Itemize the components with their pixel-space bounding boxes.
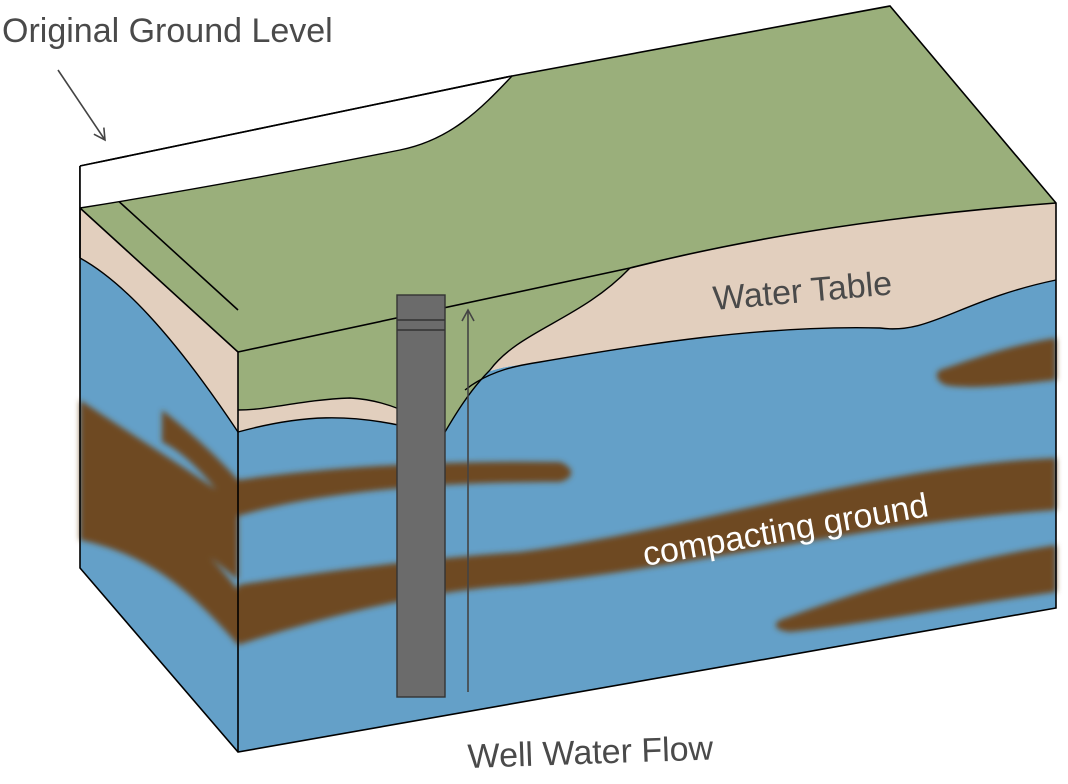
clay-layer-wedge [162, 410, 572, 516]
clay-layer-main [238, 458, 1056, 645]
clay-layer-side-lower [80, 470, 238, 645]
clay-layer-lower-right [775, 545, 1056, 632]
label-original-ground-level: Original Ground Level [2, 12, 333, 50]
clay-layers [80, 338, 1056, 645]
original-ground-pointer-arrow [57, 69, 106, 142]
original-ground-plane [80, 76, 512, 208]
current-ground-surface [80, 6, 1056, 352]
original-ground-inner-curve [79, 75, 513, 209]
well-casing [396, 294, 446, 698]
side-unsaturated-layer [80, 208, 238, 432]
label-well-water-flow: Well Water Flow [467, 729, 714, 776]
clay-layer-upper-right [936, 338, 1056, 388]
original-ground-edge [79, 75, 513, 167]
clay-layer-side-upper [80, 400, 238, 580]
block-outline [79, 5, 1057, 753]
